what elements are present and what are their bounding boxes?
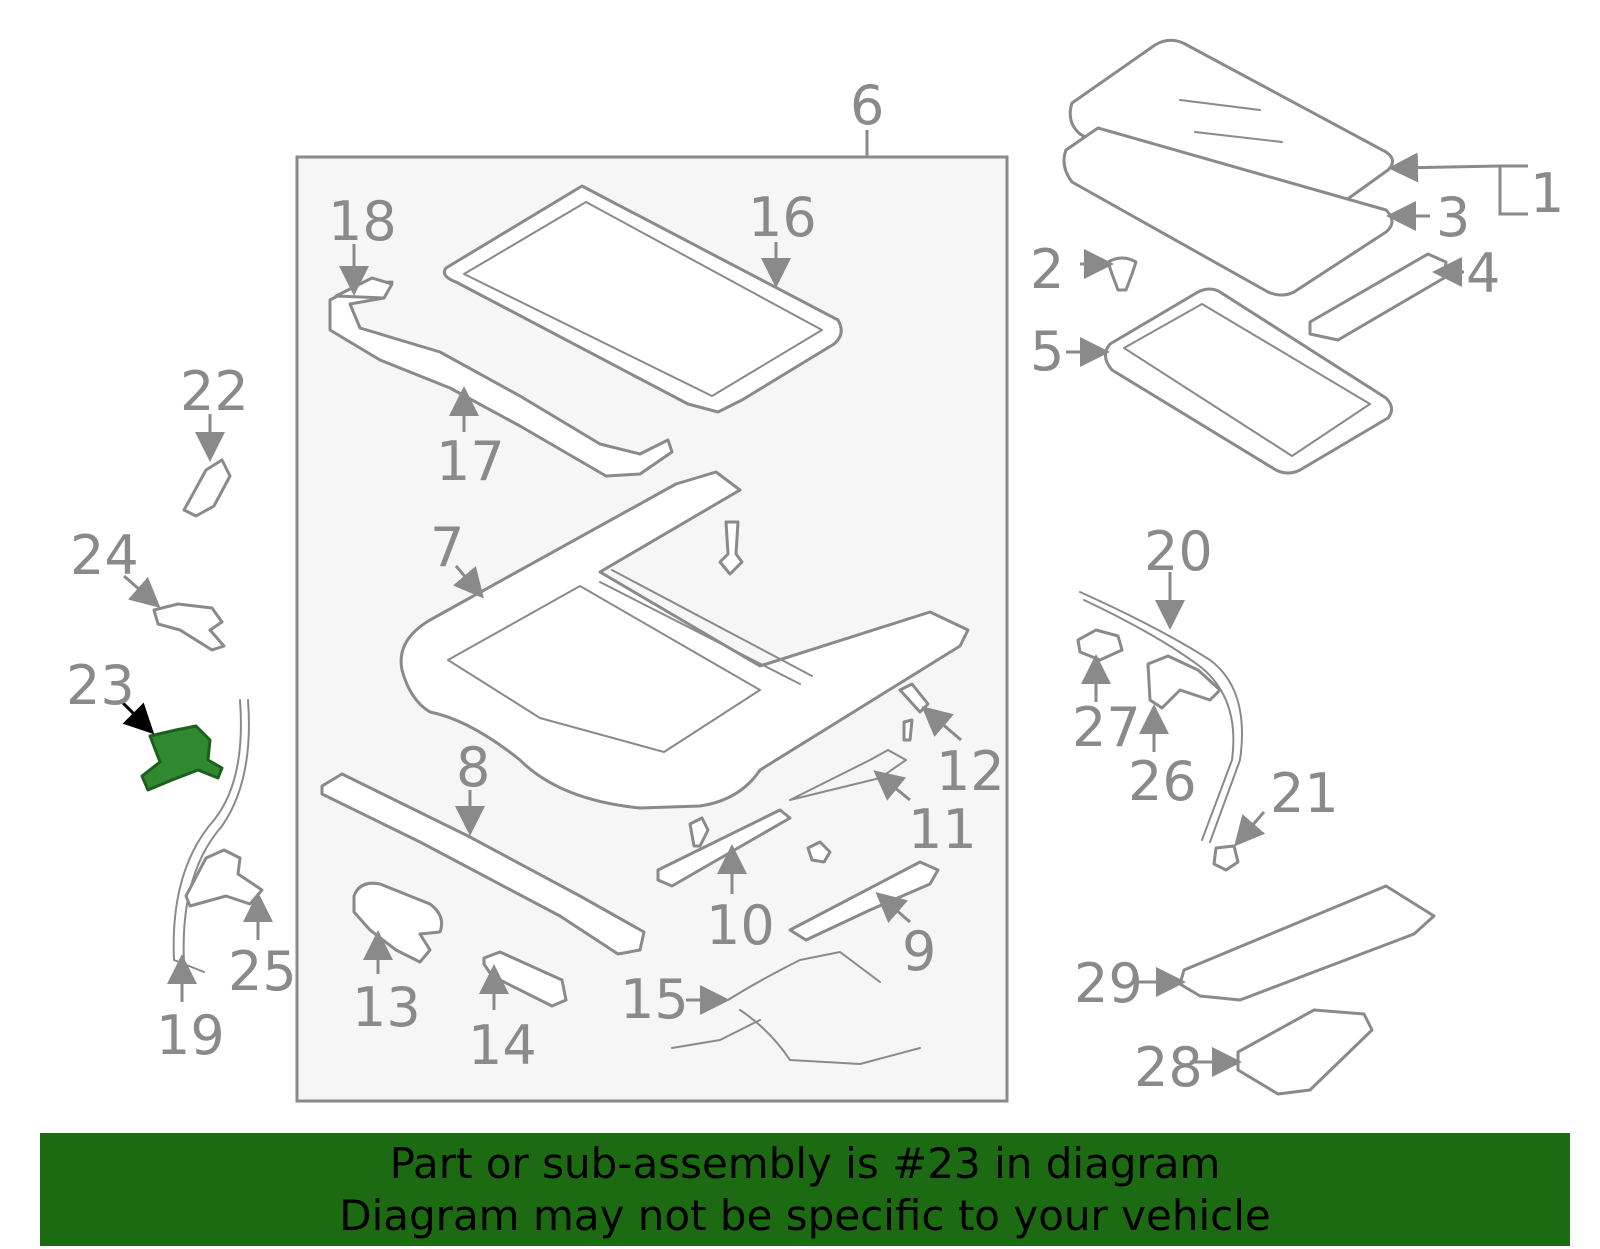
callout-4: 4 bbox=[1466, 242, 1500, 305]
stopper-part bbox=[898, 682, 930, 714]
callout-21: 21 bbox=[1270, 762, 1339, 825]
callout-3: 3 bbox=[1436, 186, 1470, 249]
guide-part bbox=[788, 860, 940, 942]
sunshade-part bbox=[442, 184, 843, 414]
clip-part bbox=[1106, 256, 1138, 292]
callout-13: 13 bbox=[352, 976, 421, 1039]
cable-part bbox=[789, 749, 907, 801]
callout-17: 17 bbox=[436, 430, 505, 493]
callout-12: 12 bbox=[936, 740, 1005, 803]
callout-23: 23 bbox=[66, 654, 135, 717]
rear-rail-part bbox=[320, 772, 646, 956]
hose-holder-part bbox=[1146, 654, 1222, 710]
info-banner: Part or sub-assembly is #23 in diagram D… bbox=[40, 1133, 1570, 1246]
callout-15: 15 bbox=[620, 968, 689, 1031]
callout-24: 24 bbox=[70, 524, 139, 587]
switch-panel-part bbox=[1236, 1008, 1374, 1096]
wiring-harness-part bbox=[671, 951, 921, 1065]
callout-14: 14 bbox=[468, 1014, 537, 1077]
callout-26: 26 bbox=[1128, 750, 1197, 813]
callout-10: 10 bbox=[706, 894, 775, 957]
callout-8: 8 bbox=[456, 736, 490, 799]
callout-19: 19 bbox=[156, 1004, 225, 1067]
callout-18: 18 bbox=[328, 190, 397, 253]
rear-drain-hose-part bbox=[1079, 591, 1243, 843]
callout-29: 29 bbox=[1074, 952, 1143, 1015]
grommet-part bbox=[1212, 844, 1240, 872]
clip-bracket-part bbox=[152, 602, 226, 652]
callout-9: 9 bbox=[902, 920, 936, 983]
banner-line-1: Part or sub-assembly is #23 in diagram bbox=[389, 1138, 1221, 1188]
sunroof-frame-part bbox=[399, 470, 970, 810]
callout-28: 28 bbox=[1134, 1036, 1203, 1099]
callout-22: 22 bbox=[180, 360, 249, 423]
hinge-part bbox=[182, 458, 232, 518]
drain-hose-part bbox=[172, 699, 250, 973]
motor-part bbox=[352, 881, 444, 964]
callout-2: 2 bbox=[1030, 238, 1064, 301]
hose-clip-part bbox=[1076, 628, 1124, 662]
bolt-part-2 bbox=[806, 840, 832, 864]
screw-part bbox=[718, 520, 744, 576]
callout-11: 11 bbox=[908, 798, 977, 861]
callout-5: 5 bbox=[1030, 320, 1064, 383]
callout-6: 6 bbox=[850, 74, 884, 137]
callout-20: 20 bbox=[1144, 520, 1213, 583]
callout-25: 25 bbox=[228, 940, 297, 1003]
callout-1: 1 bbox=[1530, 162, 1564, 225]
banner-line-2: Diagram may not be specific to your vehi… bbox=[339, 1190, 1271, 1240]
sunshade-guide-part bbox=[1178, 884, 1436, 1002]
bolt-part bbox=[688, 816, 710, 848]
callout-27: 27 bbox=[1072, 696, 1141, 759]
highlighted-part-23 bbox=[140, 724, 224, 792]
leader-lines bbox=[118, 152, 1528, 1077]
pin-part bbox=[902, 718, 914, 742]
hose-bracket-part bbox=[184, 848, 264, 908]
callout-16: 16 bbox=[748, 186, 817, 249]
callout-7: 7 bbox=[430, 516, 464, 579]
